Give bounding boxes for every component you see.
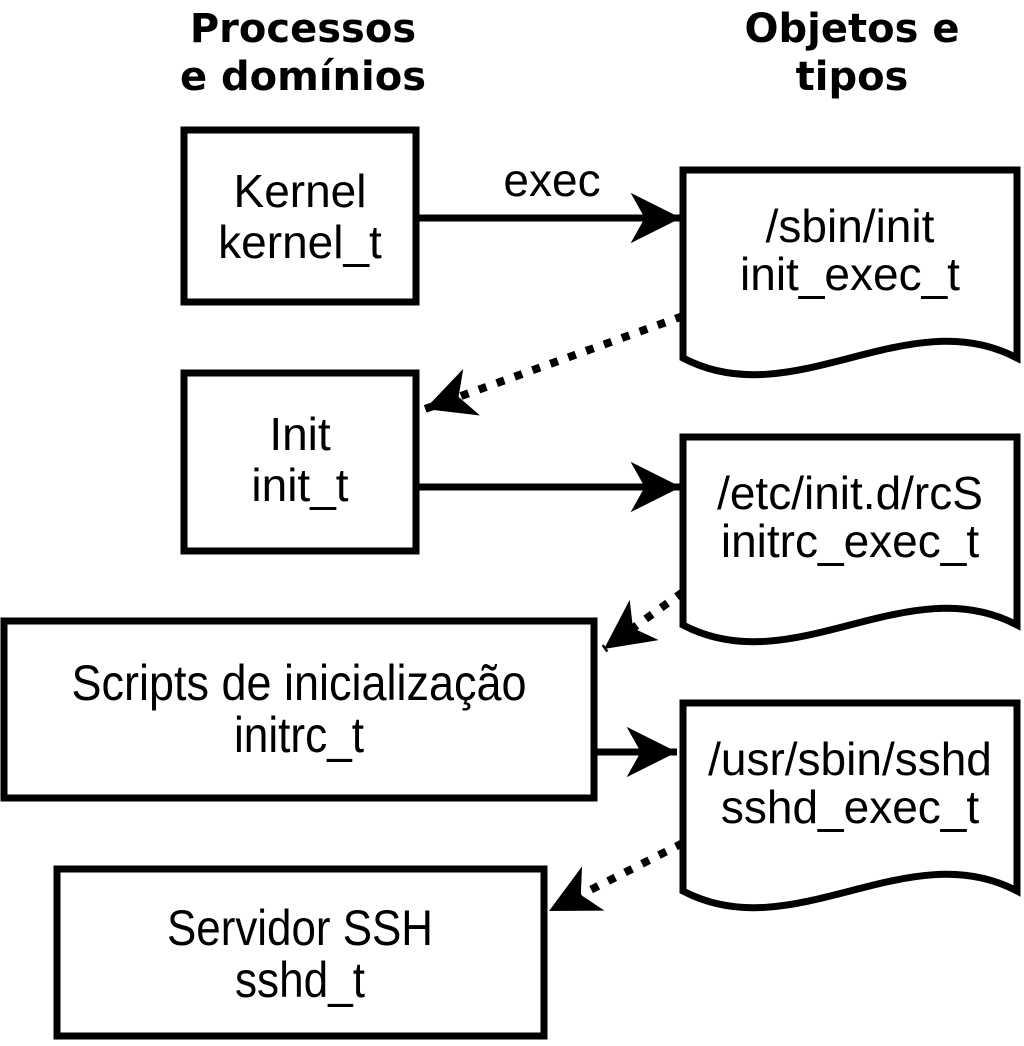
process-box-init-scripts: Scripts de inicialização initrc_t xyxy=(0,617,598,802)
process-domain-sshd-t: sshd_t xyxy=(235,952,365,1008)
process-name-kernel: Kernel xyxy=(234,165,367,217)
process-domain-initrc-t: initrc_t xyxy=(234,707,364,763)
header-processes-line2: e domínios xyxy=(180,54,426,100)
document-shape-etc-initd-rcs xyxy=(679,433,1021,646)
box-init-scripts xyxy=(0,617,598,802)
transition-arrow-sbin-init-to-init xyxy=(423,312,685,416)
object-doc-sbin-init: /sbin/init init_exec_t xyxy=(679,166,1021,379)
object-path-sbin-init: /sbin/init xyxy=(766,200,935,252)
process-domain-kernel-t: kernel_t xyxy=(218,216,382,268)
object-type-initrc-exec-t: initrc_exec_t xyxy=(721,515,979,567)
box-init xyxy=(180,369,420,555)
object-doc-etc-initd-rcs: /etc/init.d/rcS initrc_exec_t xyxy=(679,433,1021,646)
process-name-ssh-server: Servidor SSH xyxy=(167,900,433,956)
process-box-init: Init init_t xyxy=(180,369,420,555)
object-path-usr-sbin-sshd: /usr/sbin/sshd xyxy=(708,733,992,785)
header-objects-line2: tipos xyxy=(796,54,909,100)
object-type-sshd-exec-t: sshd_exec_t xyxy=(721,781,979,833)
object-doc-usr-sbin-sshd: /usr/sbin/sshd sshd_exec_t xyxy=(679,699,1021,912)
header-processes-line1: Processos xyxy=(190,6,416,52)
process-name-init-scripts: Scripts de inicialização xyxy=(72,655,527,711)
process-name-init: Init xyxy=(269,408,331,460)
process-box-kernel: Kernel kernel_t xyxy=(180,126,420,306)
column-header-processes: Processos e domínios xyxy=(180,6,426,100)
object-type-init-exec-t: init_exec_t xyxy=(740,248,960,300)
document-shape-usr-sbin-sshd xyxy=(679,699,1021,912)
transition-arrow-rcs-to-scripts xyxy=(601,588,686,653)
box-kernel xyxy=(180,126,420,306)
object-path-etc-initd-rcs: /etc/init.d/rcS xyxy=(717,467,983,519)
document-shape-sbin-init xyxy=(679,166,1021,379)
exec-arrow-label: exec xyxy=(503,154,600,206)
header-objects-line1: Objetos e xyxy=(745,6,960,52)
process-box-ssh-server: Servidor SSH sshd_t xyxy=(53,865,548,1040)
box-ssh-server xyxy=(53,865,548,1040)
column-header-objects: Objetos e tipos xyxy=(745,6,960,100)
transition-arrow-sshd-exec-to-sshd xyxy=(547,839,685,915)
process-domain-init-t: init_t xyxy=(251,459,348,511)
